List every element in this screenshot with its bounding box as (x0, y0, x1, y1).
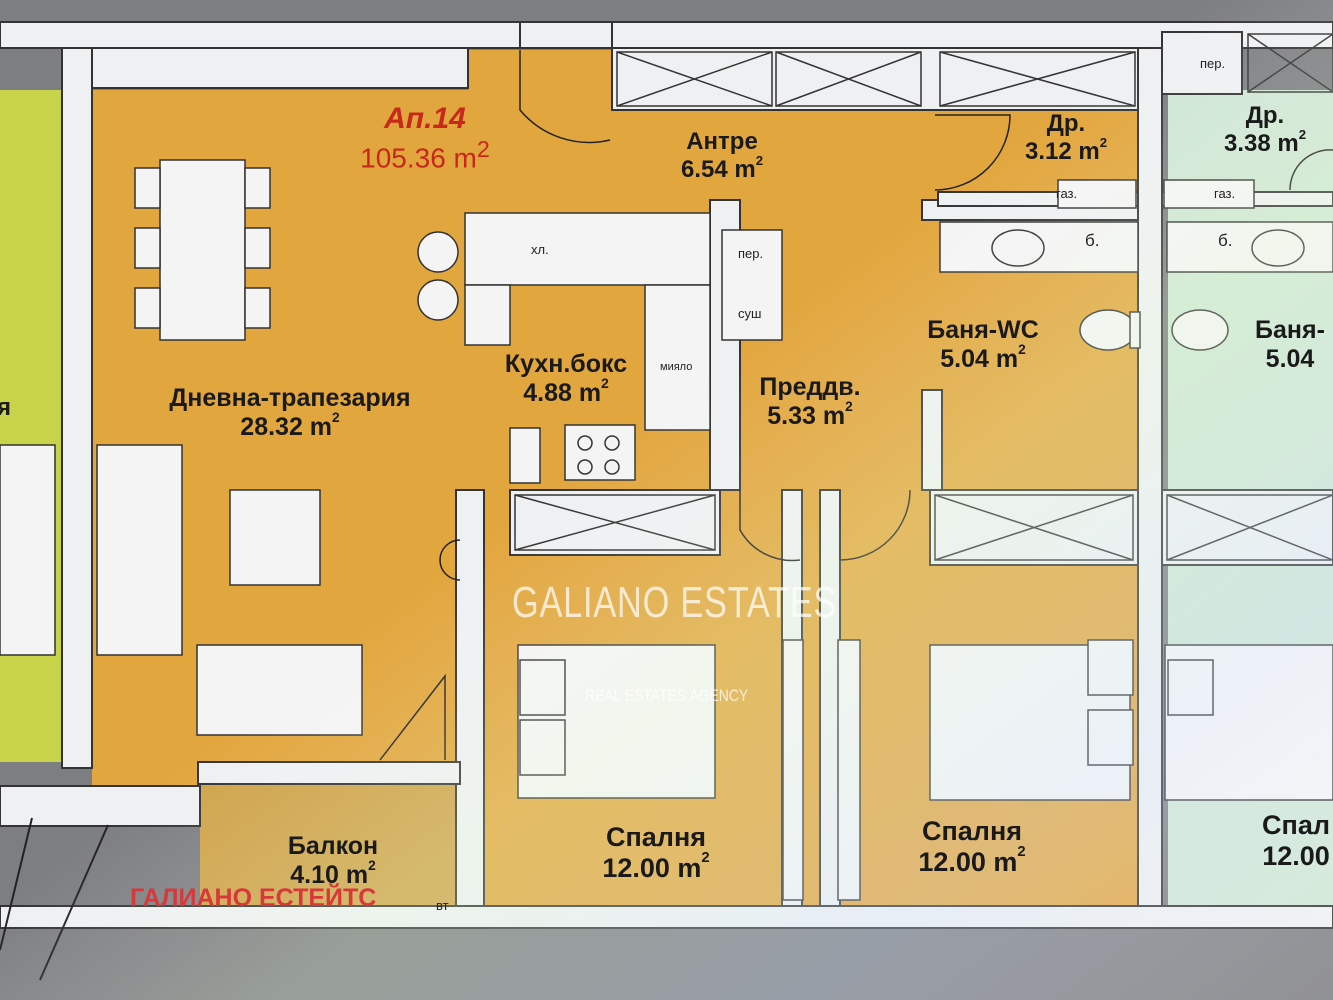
gas-label-left: газ. (1056, 186, 1078, 201)
room-name: Спалня (605, 822, 707, 852)
room-bedroom-2: Спалня 12.00 m2 (918, 816, 1025, 878)
room-name: Кухн.бокс (504, 350, 628, 378)
room-bedroom-3: Спал 12.00 (1262, 810, 1330, 872)
boiler-label-right: б. (1218, 231, 1233, 250)
room-antre: Антре 6.54 m2 (681, 128, 763, 183)
room-area: 5.04 (1265, 344, 1315, 373)
room-bathroom-right: Баня- 5.04 (1255, 316, 1325, 374)
boiler-label-left: б. (1085, 231, 1100, 250)
room-name: Баня-WC (927, 316, 1039, 344)
vt-label: вт (436, 898, 449, 913)
room-area: 3.38 m2 (1223, 126, 1307, 157)
gas-label-right: газ. (1214, 186, 1236, 201)
room-hall: Преддв. 5.33 m2 (759, 373, 860, 431)
apartment-number: Ап.14 (384, 102, 466, 135)
room-storage-right: Др. 3.38 m2 (1224, 102, 1306, 157)
room-name: Др. (1046, 110, 1086, 137)
room-area: 5.04 m2 (940, 342, 1026, 373)
washer-label-right: пер. (1200, 56, 1226, 71)
room-name: Баня- (1255, 316, 1325, 344)
room-area: 12.00 m2 (918, 844, 1026, 878)
watermark-tagline: REAL ESTATES AGENCY (585, 686, 749, 705)
room-area: 28.32 m2 (240, 410, 340, 441)
room-area: 12.00 m2 (602, 850, 710, 884)
room-name: я (0, 394, 12, 421)
room-bedroom-1: Спалня 12.00 m2 (602, 822, 709, 884)
apartment-area: 105.36 m2 (360, 136, 490, 174)
room-area: 3.12 m2 (1024, 134, 1108, 165)
room-area: 4.88 m2 (523, 376, 609, 407)
room-kitchen: Кухн.бокс 4.88 m2 (505, 350, 627, 408)
fridge-label: хл. (531, 242, 549, 257)
room-name: Преддв. (759, 373, 861, 401)
dryer-label: суш (738, 306, 762, 321)
room-area: 12.00 (1262, 841, 1330, 872)
room-name: Балкон (287, 832, 379, 860)
apartment-label: Ап.14 105.36 m2 (330, 102, 520, 174)
room-name: Спалня (921, 816, 1023, 846)
room-balcony: Балкон 4.10 m2 (288, 832, 378, 890)
room-name: Др. (1245, 102, 1285, 129)
room-storage-left: Др. 3.12 m2 (1025, 110, 1107, 165)
room-area: 4.10 m2 (290, 858, 376, 889)
room-area: 6.54 m2 (680, 152, 764, 183)
room-name: Антре (686, 128, 758, 155)
room-left-cut: я (0, 394, 11, 422)
washer-label: пер. (738, 246, 764, 261)
room-name: Спал (1262, 810, 1330, 840)
room-bathroom-left: Баня-WC 5.04 m2 (927, 316, 1039, 374)
watermark-brand: GALIANO ESTATES (512, 578, 838, 627)
dishwasher-label: мияло (660, 361, 693, 373)
watermark-brand-bg: ГАЛИАНО ЕСТЕЙТС (130, 884, 377, 912)
room-living-dining: Дневна-трапезария 28.32 m2 (169, 384, 410, 442)
room-name: Дневна-трапезария (169, 384, 411, 412)
room-area: 5.33 m2 (767, 399, 853, 430)
